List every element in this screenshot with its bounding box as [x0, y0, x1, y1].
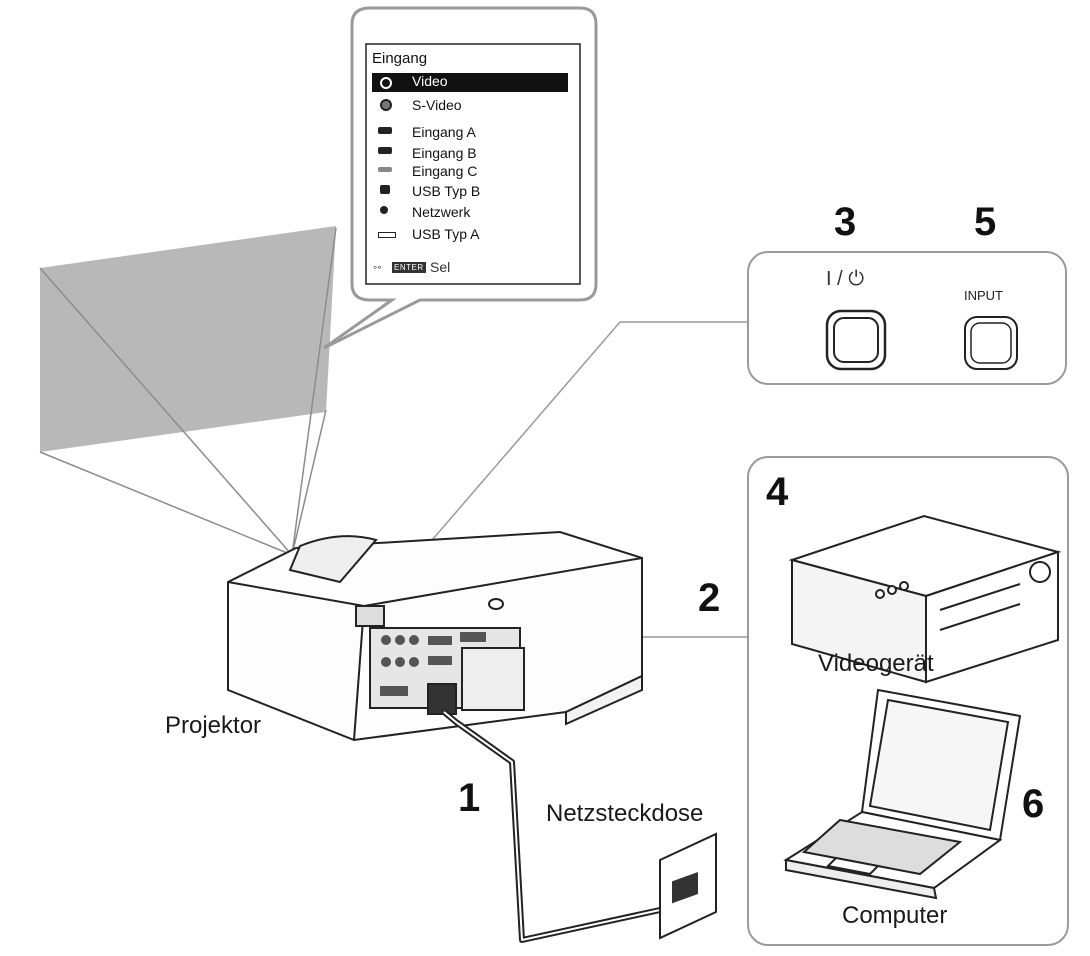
video-device-label: Videogerät	[818, 650, 934, 677]
laptop-computer	[783, 688, 1022, 900]
input-button[interactable]	[964, 316, 1018, 370]
outlet-label: Netzsteckdose	[546, 800, 704, 827]
step-5-number: 5	[974, 200, 997, 244]
menu-item-netzwerk[interactable]: Netzwerk	[412, 204, 471, 220]
menu-item-eingang-b[interactable]: Eingang B	[412, 145, 477, 161]
input-b-icon	[378, 147, 394, 159]
menu-selection-highlight	[372, 73, 568, 92]
input-a-icon	[378, 127, 394, 139]
input-c-icon	[378, 167, 394, 179]
control-panel-box	[747, 251, 1067, 385]
network-icon	[378, 206, 394, 218]
usb-type-b-icon	[378, 185, 394, 197]
projection-screen	[40, 226, 336, 452]
step-3-number: 3	[834, 200, 857, 244]
wall-outlet	[659, 832, 717, 940]
menu-item-video[interactable]: Video	[412, 73, 448, 89]
menu-footer-key: ENTER	[392, 262, 426, 273]
menu-item-usb-typ-a[interactable]: USB Typ A	[412, 226, 480, 242]
menu-item-usb-typ-b[interactable]: USB Typ B	[412, 183, 481, 199]
step-1-number: 1	[458, 776, 481, 820]
input-button-label: INPUT	[964, 288, 1003, 303]
step-4-number: 4	[766, 470, 789, 514]
step-2-number: 2	[698, 576, 721, 620]
computer-label: Computer	[842, 902, 948, 929]
projector	[227, 530, 643, 742]
projection-beams	[39, 227, 337, 556]
s-video-input-icon	[378, 99, 394, 111]
menu-item-eingang-c[interactable]: Eingang C	[412, 163, 478, 179]
power-button[interactable]	[825, 309, 887, 371]
menu-footer-arrows-icon: ◦◦	[373, 260, 382, 274]
menu-item-s-video[interactable]: S-Video	[412, 97, 462, 113]
projector-label: Projektor	[165, 712, 262, 739]
menu-title: Eingang	[372, 50, 428, 67]
menu-item-eingang-a[interactable]: Eingang A	[412, 124, 476, 140]
power-button-label: I / ⏻	[826, 268, 865, 290]
menu-footer-text: Sel	[430, 259, 451, 275]
step-6-number: 6	[1022, 782, 1045, 826]
usb-type-a-icon	[378, 232, 396, 244]
video-device	[788, 514, 1062, 684]
video-input-icon	[378, 77, 394, 89]
